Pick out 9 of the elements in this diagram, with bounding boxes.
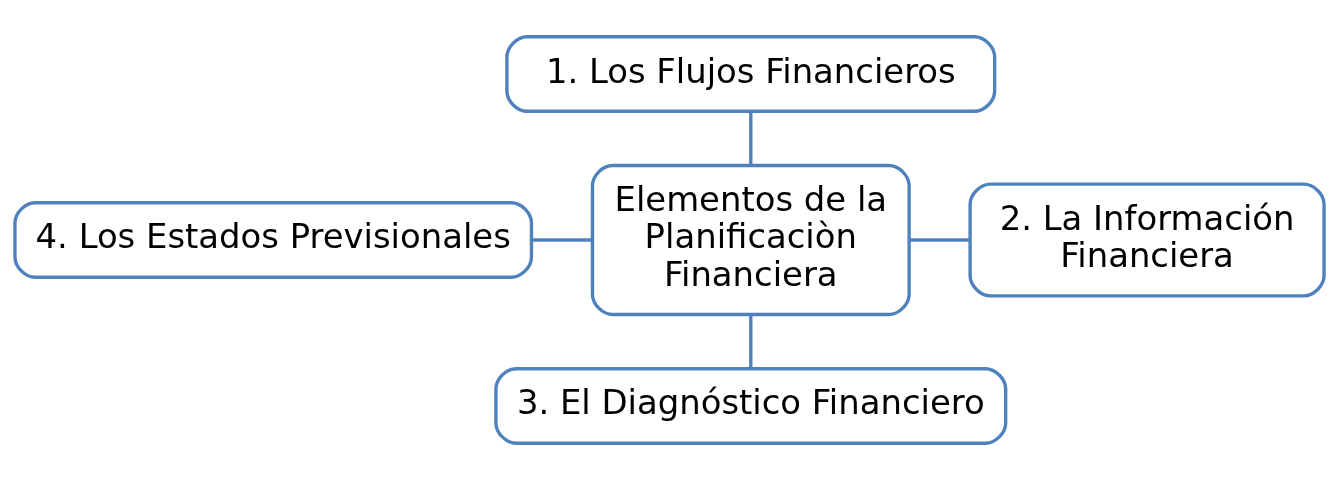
connector xyxy=(749,314,753,369)
node-box: 2. La Información Financiera xyxy=(968,182,1326,298)
node-box: Elementos de la Planificaciòn Financiera xyxy=(590,163,911,317)
node-box: 4. Los Estados Previsionales xyxy=(13,201,534,279)
node-box: 3. El Diagnóstico Financiero xyxy=(494,367,1008,445)
connector xyxy=(909,238,970,242)
node-box: 1. Los Flujos Financieros xyxy=(505,35,997,113)
connector xyxy=(531,238,593,242)
connector xyxy=(749,111,753,165)
